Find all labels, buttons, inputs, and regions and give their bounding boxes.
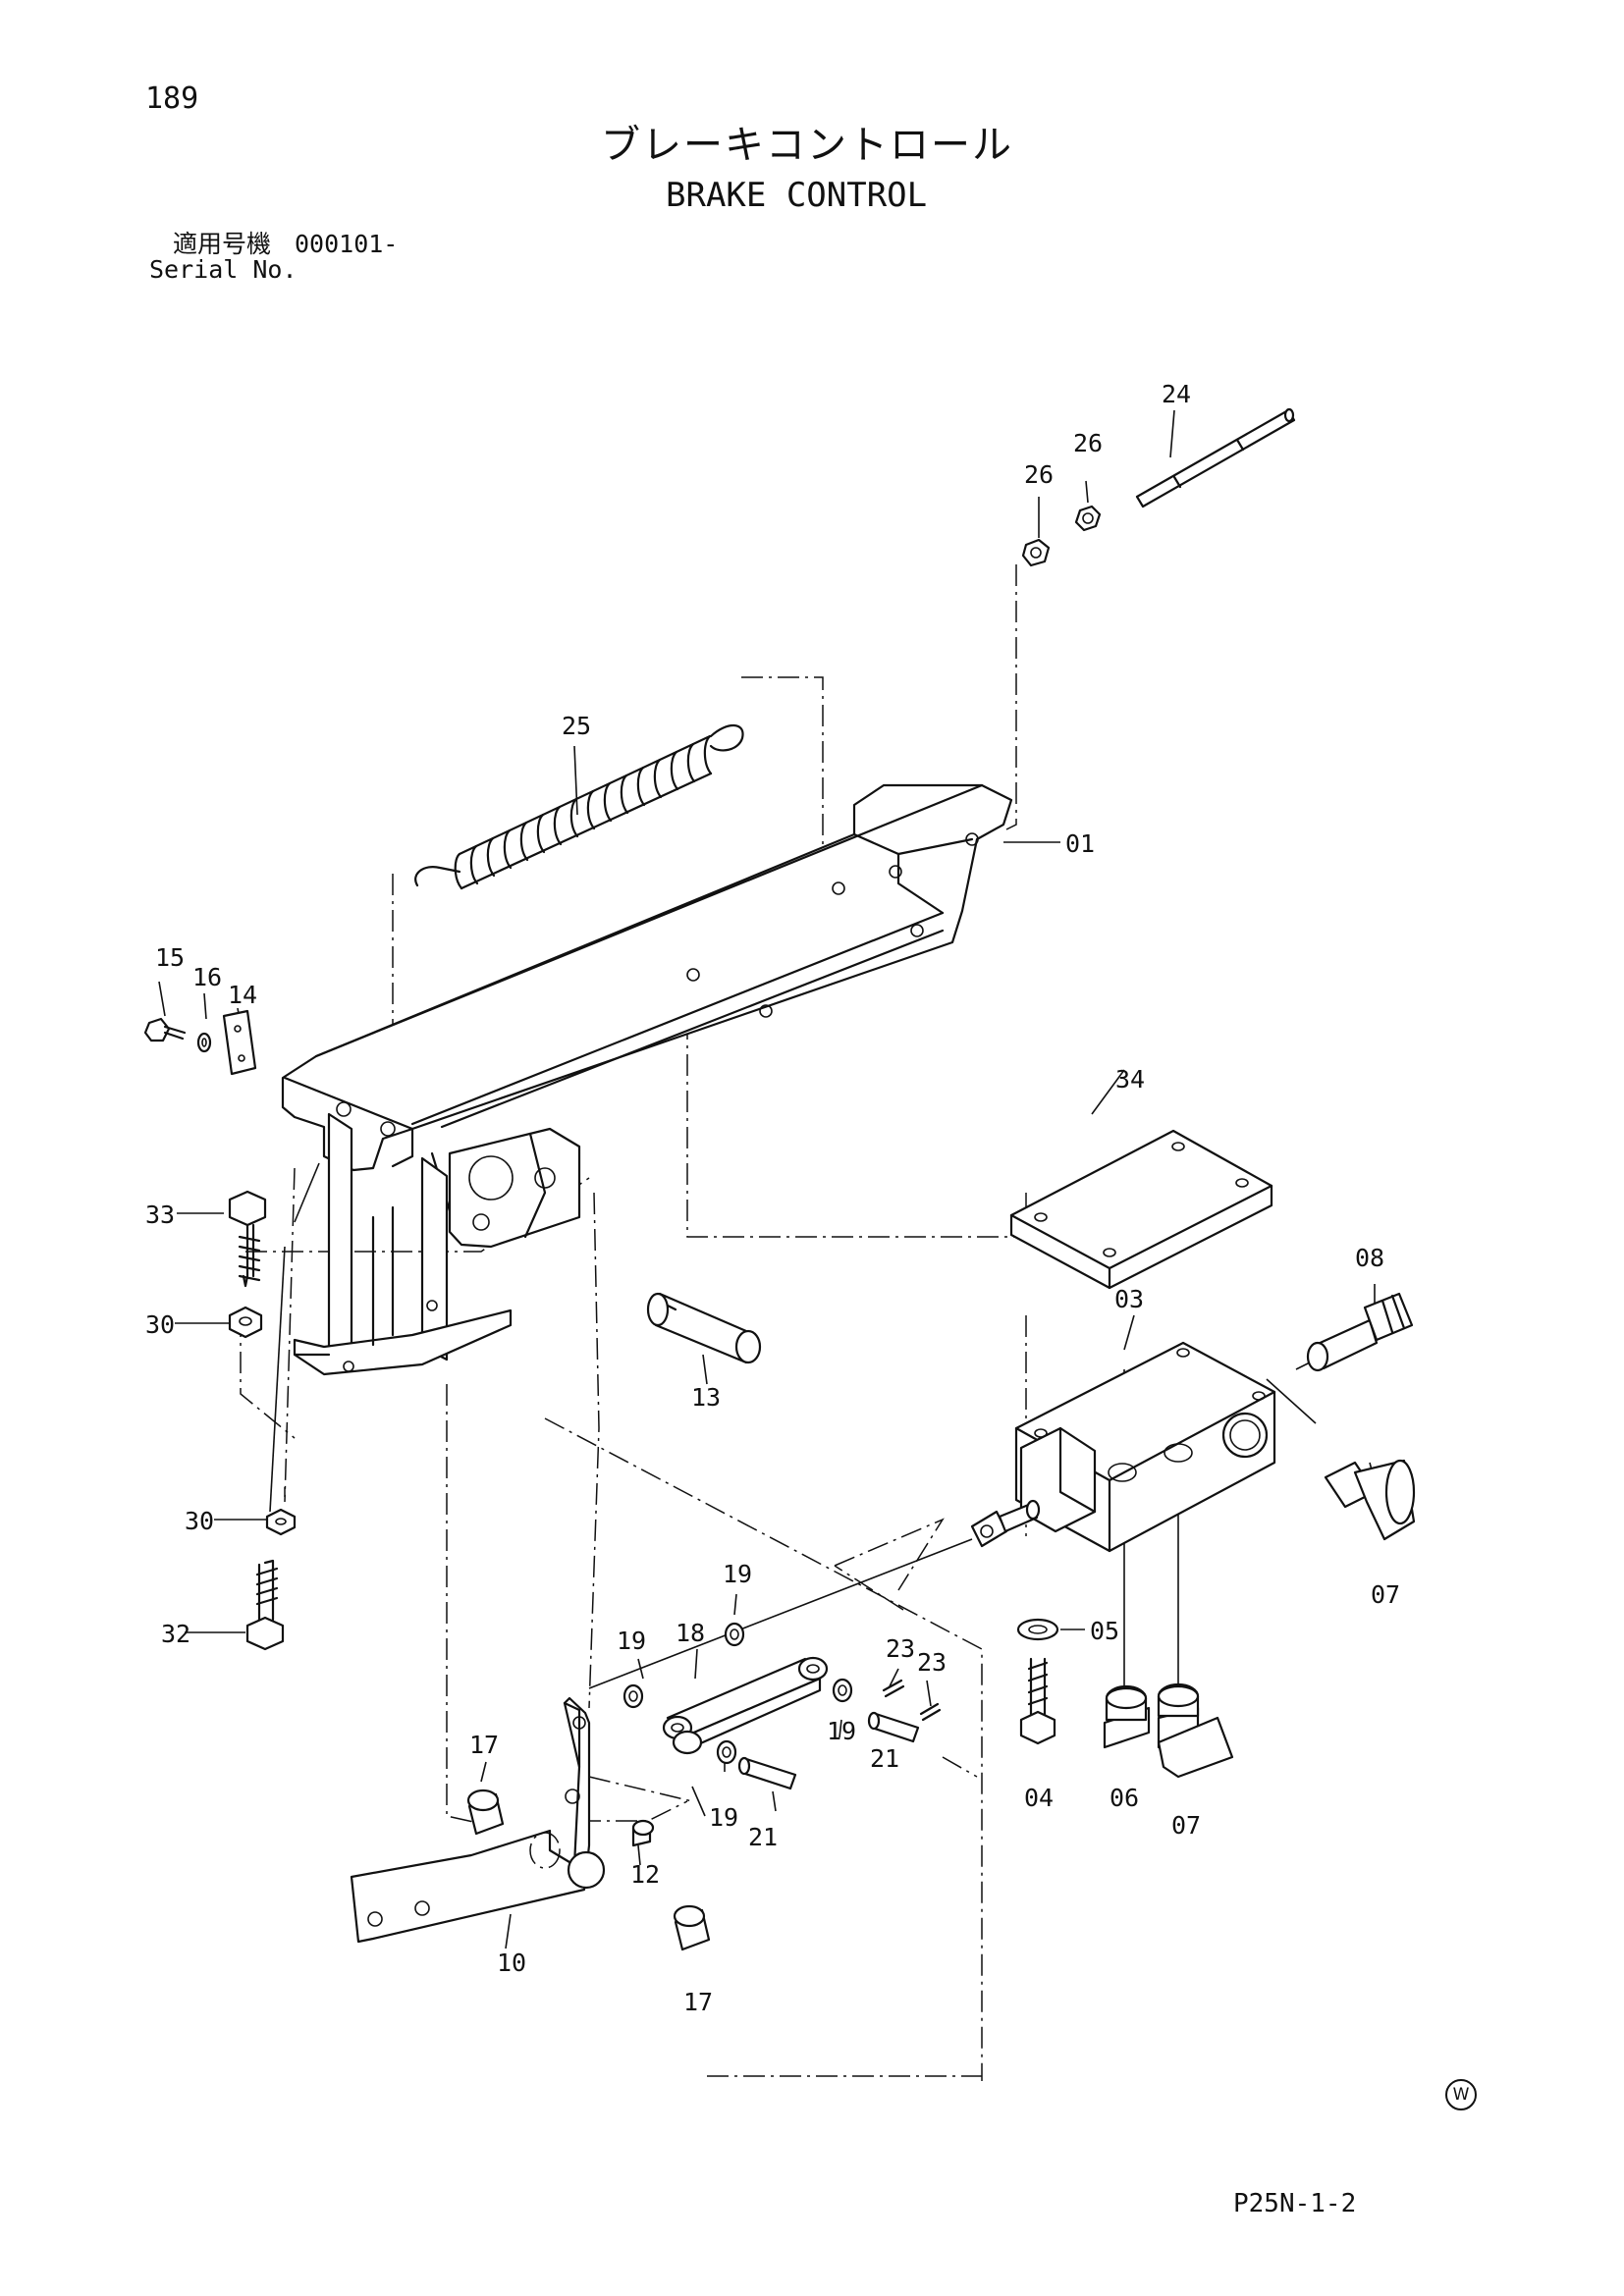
clevis-rod (588, 1499, 1041, 1689)
label-part-26-a: 26 (1073, 429, 1103, 457)
label-part-23-b: 23 (917, 1648, 947, 1677)
bushing-part-17-b (673, 1904, 711, 1951)
bushing-part-12 (631, 1819, 655, 1847)
cotter-pin-part-23-b (919, 1702, 942, 1722)
label-part-30-b: 30 (185, 1507, 214, 1535)
cover-plate-part-34 (1009, 1129, 1273, 1290)
pin-part-21-a (867, 1711, 920, 1743)
bracket-part-01 (281, 783, 1013, 1224)
label-part-08: 08 (1355, 1244, 1384, 1272)
label-part-17-a: 17 (469, 1731, 499, 1759)
label-part-26-b: 26 (1024, 460, 1054, 489)
label-part-19-c: 19 (827, 1717, 856, 1745)
label-part-19-b: 19 (617, 1627, 646, 1655)
serial-label-japanese: 適用号機 (173, 230, 272, 258)
nut-part-30-b (265, 1508, 297, 1536)
bushing-part-19-b (623, 1683, 644, 1709)
bushing-part-19-c (832, 1678, 853, 1703)
label-part-25: 25 (562, 712, 591, 740)
label-part-07-a: 07 (1371, 1580, 1400, 1609)
label-part-33: 33 (145, 1201, 175, 1229)
fitting-part-06 (1103, 1684, 1151, 1749)
label-part-23-a: 23 (886, 1634, 915, 1663)
valve-block-part-03 (1014, 1341, 1276, 1553)
label-part-19-a: 19 (723, 1560, 752, 1588)
link-part-18 (662, 1656, 829, 1755)
label-part-32: 32 (161, 1620, 190, 1648)
bolt-part-32 (245, 1559, 285, 1651)
label-part-34: 34 (1115, 1065, 1145, 1094)
serial-number-value: 000101- (295, 230, 399, 258)
washer-part-16 (196, 1032, 212, 1053)
bolt-part-15 (143, 1017, 187, 1042)
label-part-15: 15 (155, 943, 185, 972)
nut-part-30-a (228, 1306, 263, 1339)
pin-part-13 (646, 1292, 762, 1364)
label-part-21-a: 21 (870, 1744, 899, 1773)
assembly-guide-lines (240, 564, 1027, 2081)
label-part-10: 10 (497, 1949, 526, 1977)
cotter-pin-part-23-a (882, 1679, 905, 1698)
label-part-19-d: 19 (709, 1803, 738, 1832)
bushing-part-17-a (466, 1789, 505, 1836)
elbow-fitting-part-07-a (1324, 1459, 1416, 1541)
bushing-part-19-a (724, 1622, 745, 1647)
page-number: 189 (145, 81, 199, 116)
label-part-24: 24 (1162, 380, 1191, 408)
pressure-switch-part-08 (1306, 1292, 1414, 1372)
label-part-04: 04 (1024, 1784, 1054, 1812)
bolt-part-04 (1019, 1657, 1056, 1745)
label-part-13: 13 (691, 1383, 721, 1412)
label-part-01: 01 (1065, 829, 1095, 858)
label-part-30-a: 30 (145, 1310, 175, 1339)
label-part-12: 12 (630, 1860, 660, 1889)
nut-part-26-a (1074, 505, 1102, 532)
bushing-part-19-d (716, 1739, 737, 1765)
drawing-code: P25N-1-2 (1233, 2189, 1357, 2218)
label-part-14: 14 (228, 981, 257, 1009)
plate-part-14 (222, 1009, 257, 1076)
label-part-21-b: 21 (748, 1823, 778, 1851)
label-part-06: 06 (1110, 1784, 1139, 1812)
spring-part-25 (414, 723, 744, 890)
label-part-17-b: 17 (683, 1988, 713, 2016)
support-frame (293, 1112, 513, 1376)
bolt-part-33 (228, 1190, 267, 1288)
page-title: BRAKE CONTROL (666, 176, 928, 215)
washer-part-05 (1016, 1618, 1059, 1641)
label-part-18: 18 (676, 1619, 705, 1647)
serial-label: Serial No. (149, 255, 298, 284)
pedal-lever-part-10 (350, 1696, 606, 1944)
rod-part-24 (1135, 407, 1296, 508)
watermark-symbol: W (1445, 2079, 1477, 2110)
page-title-japanese: ブレーキコントロール (601, 123, 1013, 168)
pivot-bracket-plate (448, 1127, 581, 1249)
label-part-05: 05 (1090, 1617, 1119, 1645)
pin-part-21-b (737, 1756, 797, 1790)
label-part-07-b: 07 (1171, 1811, 1201, 1840)
part-number-labels: 24 26 26 25 01 15 16 14 34 33 08 03 30 1… (145, 380, 1400, 2016)
label-part-03: 03 (1114, 1285, 1144, 1313)
nut-part-26-b (1021, 538, 1051, 567)
label-part-16: 16 (192, 963, 222, 991)
elbow-fitting-part-07-b (1157, 1682, 1234, 1779)
